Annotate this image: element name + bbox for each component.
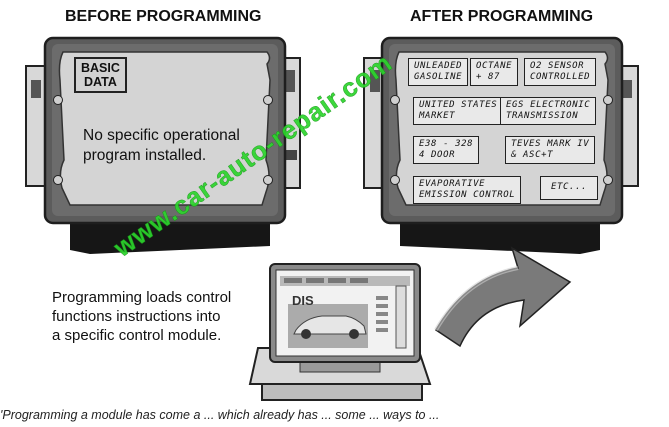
label-teves-mark-iv: TEVES MARK IV & ASC+T: [505, 136, 596, 164]
label-o2-sensor: O2 SENSOR CONTROLLED: [524, 58, 597, 86]
programming-arrow: [434, 246, 572, 348]
no-program-description: No specific operational program installe…: [83, 126, 283, 166]
label-line2: GASOLINE: [414, 72, 463, 82]
before-heading: BEFORE PROGRAMMING: [65, 8, 262, 25]
label-line2: + 87: [476, 72, 501, 82]
label-egs-transmission: EGS ELECTRONIC TRANSMISSION: [500, 97, 597, 125]
programming-line2: functions instructions into: [52, 308, 221, 325]
label-line1: UNITED STATES: [419, 100, 498, 110]
basic-data-badge: BASIC DATA: [74, 57, 127, 93]
label-e38-4door: E38 - 328 4 DOOR: [413, 136, 480, 164]
dis-laptop: [248, 263, 432, 401]
label-etc: ETC...: [540, 176, 599, 200]
label-line1: O2 SENSOR: [530, 61, 585, 71]
label-line2: MARKET: [419, 111, 456, 121]
label-line1: UNLEADED: [414, 61, 463, 71]
label-line2: CONTROLLED: [530, 72, 591, 82]
label-line2: EMISSION CONTROL: [419, 190, 516, 200]
after-heading: AFTER PROGRAMMING: [410, 8, 594, 25]
programming-line1: Programming loads control: [52, 289, 232, 306]
label-united-states-market: UNITED STATES MARKET: [413, 97, 504, 125]
label-octane: OCTANE + 87: [470, 58, 519, 86]
badge-line2: DATA: [84, 75, 117, 89]
footer-partial-text: 'Programming a module has come a ... whi…: [0, 408, 440, 422]
label-line2: & ASC+T: [511, 150, 554, 160]
label-line1: TEVES MARK IV: [511, 139, 590, 149]
programming-line3: a specific control module.: [52, 327, 222, 344]
label-line2: 4 DOOR: [419, 150, 456, 160]
badge-line1: BASIC: [81, 61, 120, 75]
programming-description: Programming loads control functions inst…: [52, 288, 292, 345]
description-line2: program installed.: [83, 147, 207, 164]
label-evaporative-emission: EVAPORATIVE EMISSION CONTROL: [413, 176, 522, 204]
label-line1: E38 - 328: [419, 139, 474, 149]
label-line1: EGS ELECTRONIC: [506, 100, 591, 110]
label-unleaded-gasoline: UNLEADED GASOLINE: [408, 58, 469, 86]
label-line2: TRANSMISSION: [506, 111, 579, 121]
description-line1: No specific operational: [83, 127, 240, 144]
label-line1: ETC...: [551, 182, 588, 192]
dis-screen-title: DIS: [292, 293, 314, 308]
label-line1: OCTANE: [476, 61, 513, 71]
label-line1: EVAPORATIVE: [419, 179, 486, 189]
